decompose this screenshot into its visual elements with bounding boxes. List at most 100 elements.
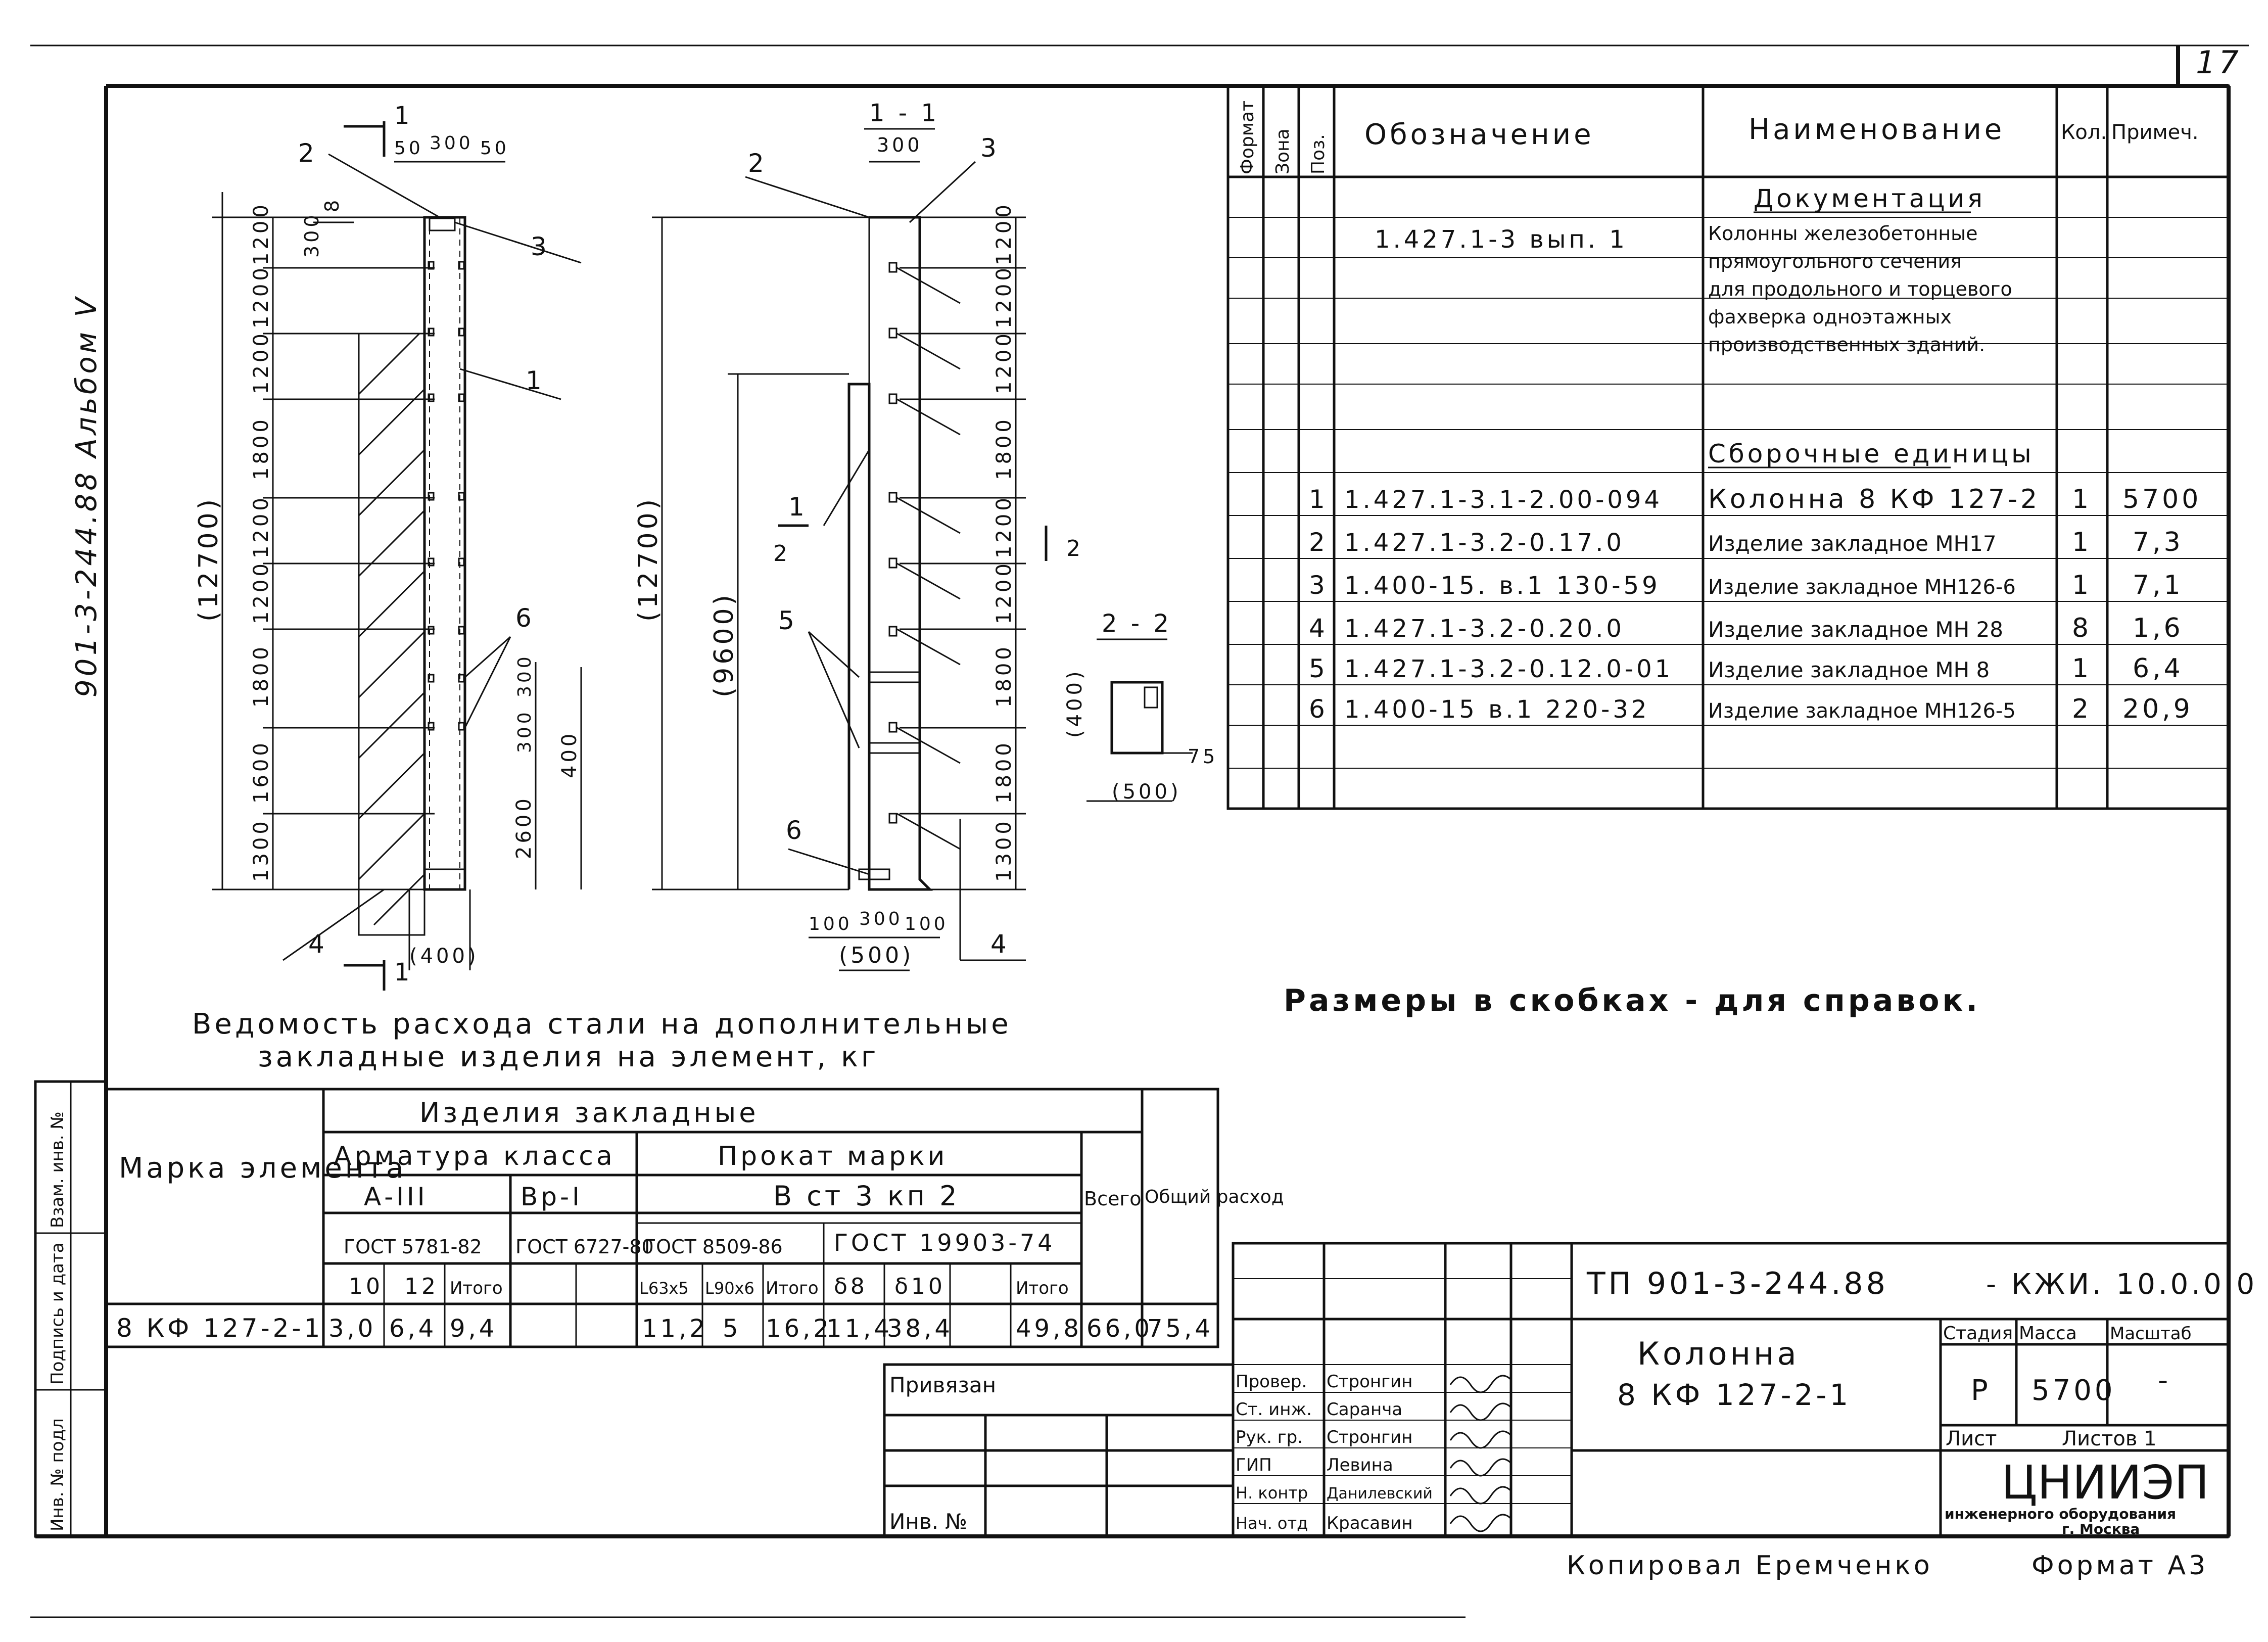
title-block-role-rows: [1233, 1278, 1572, 1504]
side-spacing-4: 1200: [250, 495, 273, 558]
side-callout-6: 6: [515, 603, 535, 633]
side-stamp-replace: Взам. инв. №: [48, 1111, 68, 1228]
section-cut-mark-right: 2: [1066, 536, 1083, 561]
steel-sub-angle-90: L90x6: [705, 1279, 754, 1298]
spec-row-4-note: 1,6: [2133, 613, 2184, 643]
section-2-2-outline: [1110, 681, 1164, 755]
spec-row-5-name: Изделие закладное МН 8: [1708, 658, 1990, 682]
spec-row-6-pos: 6: [1309, 694, 1328, 724]
side-section-mark-bottom: 1: [394, 958, 413, 987]
spec-row-2-note: 7,3: [2133, 527, 2184, 557]
section-bottom-dim-100b: 100: [905, 914, 949, 934]
steel-group-header: Изделия закладные: [419, 1097, 759, 1129]
section-profile: [847, 216, 933, 891]
role-3-label: ГИП: [1236, 1455, 1272, 1475]
wall-hatch: [358, 333, 426, 926]
side-spacing-6: 1800: [250, 644, 273, 708]
callout-2-leader: [328, 153, 440, 218]
section-2-2-width: (500): [1112, 780, 1182, 804]
spec-row-2-qty: 1: [2072, 527, 2092, 557]
role-2-label: Рук. гр.: [1236, 1427, 1303, 1447]
steel-gost-plate: ГОСТ 19903-74: [834, 1229, 1056, 1256]
spec-row-4-qty: 8: [2072, 613, 2092, 643]
steel-total-header: Всего: [1084, 1188, 1142, 1210]
spec-row-6-note: 20,9: [2122, 694, 2193, 724]
spec-row-3-designation: 1.400-15. в.1 130-59: [1344, 572, 1661, 600]
title-object-2: 8 КФ 127-2-1: [1617, 1378, 1851, 1412]
side-stamp-inv: Инв. № подл: [48, 1418, 68, 1531]
steel-sub-12: 12: [404, 1274, 439, 1299]
role-5-name: Красавин: [1327, 1513, 1412, 1533]
spec-row: 1 1.427.1-3.1-2.00-094 Колонна 8 КФ 127-…: [1309, 484, 2198, 514]
title-doc-suffix: - КЖИ. 10.0.0.0: [1986, 1268, 2257, 1301]
steel-mark-header: Марка элемента: [119, 1152, 406, 1185]
spec-row-2-pos: 2: [1309, 528, 1328, 557]
steel-val-11: 49,8: [1016, 1315, 1082, 1343]
section-2-2-offset: 75: [1188, 745, 1218, 768]
spec-header-note: Примеч.: [2111, 121, 2199, 144]
spec-row-2-designation: 1.427.1-3.2-0.17.0: [1344, 529, 1625, 557]
section-stud-leaders: [896, 267, 961, 850]
spec-row-1-name: Колонна 8 КФ 127-2: [1708, 484, 2040, 514]
side-bottom-width: (400): [409, 945, 479, 968]
steel-sub-angle-63: L63x5: [639, 1279, 689, 1298]
side-spacing-3: 1800: [250, 416, 273, 480]
spec-row-4-name: Изделие закладное МН 28: [1708, 617, 2003, 642]
wall-hatch-box: [358, 333, 426, 936]
steel-table-subgrid: [383, 1222, 1081, 1347]
side-lower-dim-400: 400: [558, 731, 581, 778]
section-callout-1-leader: [823, 449, 870, 526]
steel-row-total: 66,0: [1086, 1315, 1153, 1343]
section-2-2-notch: [1144, 686, 1158, 709]
steel-row-mark: 8 КФ 127-2-1: [116, 1313, 323, 1343]
title-scale-label: Масштаб: [2110, 1324, 2192, 1344]
steel-sub-plate-8: δ8: [834, 1274, 868, 1299]
steel-data-row: 8 КФ 127-2-1 3,0 6,4 9,4 11,2 5 16,2 11,…: [116, 1313, 1213, 1343]
side-top-dim-50a: 50: [394, 138, 423, 159]
steel-grand-total-header: Общий расход: [1145, 1187, 1284, 1207]
role-0-name: Стронгин: [1327, 1372, 1412, 1392]
steel-gost-angle: ГОСТ 8509-86: [644, 1236, 783, 1258]
spec-doc-line-2: для продольного и торцевого: [1708, 278, 2012, 300]
section-callout-6: 5: [778, 606, 797, 635]
copied-by: Копировал Еремченко: [1567, 1551, 1933, 1581]
callout-4-leader: [282, 888, 385, 961]
spec-table-rows: [1228, 217, 2229, 769]
side-callout-1: 1: [526, 366, 545, 395]
steel-grade: В ст 3 кп 2: [773, 1180, 960, 1212]
spec-doc-line-4: производственных зданий.: [1708, 334, 1985, 356]
spec-row: 2 1.427.1-3.2-0.17.0 Изделие закладное М…: [1309, 527, 2184, 557]
steel-gost-vp1: ГОСТ 6727-80: [515, 1236, 654, 1258]
steel-class-vp1: Вр-I: [521, 1182, 583, 1211]
section-spacing-ticks: [900, 216, 1026, 890]
section-bottom-dim-300: 300: [859, 909, 903, 929]
section-callout-2: 2: [748, 149, 767, 178]
spec-row-2-name: Изделие закладное МН17: [1708, 531, 1997, 556]
steel-row-grand-total: 75,4: [1147, 1315, 1213, 1343]
spec-row-3-name: Изделие закладное МН126-6: [1708, 576, 2016, 599]
steel-val-7: 16,2: [766, 1315, 832, 1343]
spec-row: 3 1.400-15. в.1 130-59 Изделие закладное…: [1309, 570, 2181, 600]
section-spacing-3: 1800: [993, 416, 1016, 480]
title-sheet-label: Лист: [1946, 1427, 1997, 1450]
section-inner-height: (9600): [709, 592, 739, 697]
spec-doc-line-1: прямоугольного сечения: [1708, 250, 1962, 272]
section-callout-6-leader-b: [808, 631, 860, 748]
section-2-2: 2 - 2 (400) (500) 75: [1063, 609, 1218, 804]
role-4-name: Данилевский: [1327, 1485, 1433, 1503]
section-2-2-height: (400): [1063, 668, 1086, 738]
title-org-sub: инженерного оборудования: [1945, 1506, 2176, 1522]
steel-sub-total-b: Итого: [766, 1278, 819, 1298]
title-stage-label: Стадия: [1943, 1323, 2013, 1344]
side-callout-2: 2: [298, 138, 317, 168]
page-number: 17: [2196, 44, 2242, 81]
steel-val-2: 9,4: [450, 1315, 497, 1343]
section-embedded: [858, 262, 921, 880]
section-callout-5: 6: [786, 816, 805, 845]
spec-row: 4 1.427.1-3.2-0.20.0 Изделие закладное М…: [1309, 613, 2184, 643]
role-1-label: Ст. инж.: [1236, 1399, 1312, 1420]
spec-doc-section: Документация: [1754, 184, 1986, 213]
spec-row-6-name: Изделие закладное МН126-5: [1708, 699, 2016, 723]
side-top-offset-300: 300: [301, 212, 323, 258]
